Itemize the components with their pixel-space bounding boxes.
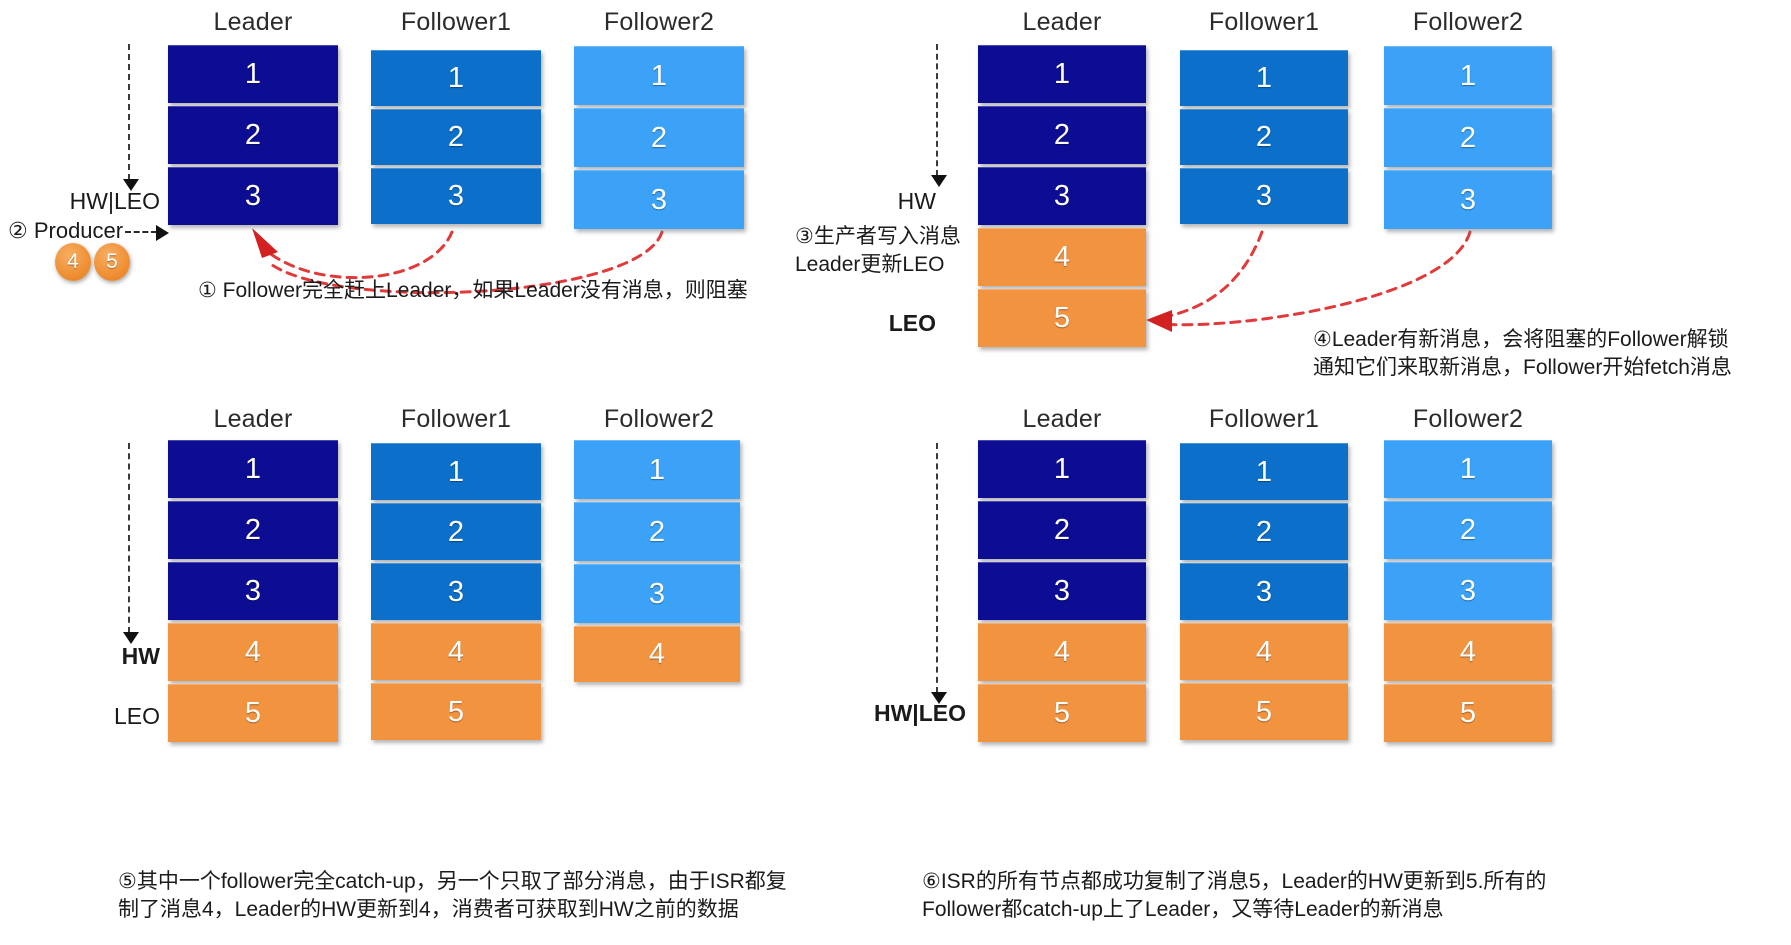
message-cell: 3 bbox=[574, 170, 744, 229]
message-cell: 1 bbox=[574, 440, 740, 499]
offset-axis-arrow-p4 bbox=[931, 443, 947, 704]
message-cell: 5 bbox=[168, 684, 338, 742]
column-header-leader: Leader bbox=[213, 405, 293, 433]
message-cell: 4 bbox=[168, 623, 338, 681]
fetch-curve-p2-f1 bbox=[1158, 230, 1264, 320]
message-cell: 2 bbox=[168, 106, 338, 164]
hw-label-p3: HW bbox=[121, 643, 160, 669]
column-header-follower2: Follower2 bbox=[1412, 8, 1524, 36]
message-cell: 3 bbox=[168, 167, 338, 225]
message-cell: 3 bbox=[371, 168, 541, 224]
stack-p2-follower1: 1 2 3 bbox=[1180, 50, 1348, 227]
column-header-follower1: Follower1 bbox=[400, 8, 512, 36]
column-header-follower2: Follower2 bbox=[603, 8, 715, 36]
caption-step-4: ④Leader有新消息，会将阻塞的Follower解锁 通知它们来取新消息，Fo… bbox=[1313, 328, 1732, 379]
message-cell: 3 bbox=[371, 563, 541, 620]
hw-leo-label-p1: HW|LEO bbox=[69, 188, 160, 214]
note-step-3: ③生产者写入消息 Leader更新LEO bbox=[795, 225, 961, 276]
message-cell: 4 bbox=[978, 228, 1146, 286]
column-header-follower1: Follower1 bbox=[400, 405, 512, 433]
message-cell: 2 bbox=[371, 503, 541, 560]
message-cell: 3 bbox=[574, 564, 740, 623]
fetch-arrowhead-p2 bbox=[1146, 310, 1172, 332]
column-header-follower1: Follower1 bbox=[1208, 8, 1320, 36]
offset-axis-arrow-p2 bbox=[931, 44, 947, 187]
fetch-arrowhead-p1 bbox=[252, 228, 278, 258]
pending-message-4: 4 bbox=[55, 243, 91, 281]
message-cell: 1 bbox=[1180, 50, 1348, 106]
message-cell: 3 bbox=[168, 562, 338, 620]
stack-p1-follower1: 1 2 3 bbox=[371, 50, 541, 227]
message-cell: 2 bbox=[574, 502, 740, 561]
message-cell: 2 bbox=[1384, 501, 1552, 559]
hw-label-p2: HW bbox=[897, 188, 936, 214]
stack-p2-leader: 1 2 3 4 5 bbox=[978, 45, 1146, 350]
message-cell: 5 bbox=[371, 683, 541, 740]
column-header-leader: Leader bbox=[213, 8, 293, 36]
message-cell: 4 bbox=[1384, 623, 1552, 681]
caption-step-6: ⑥ISR的所有节点都成功复制了消息5，Leader的HW更新到5.所有的 Fol… bbox=[922, 870, 1547, 921]
message-cell: 3 bbox=[1384, 170, 1552, 229]
message-cell: 1 bbox=[978, 45, 1146, 103]
fetch-curve-p2-f2 bbox=[1158, 230, 1472, 327]
stack-p1-leader: 1 2 3 bbox=[168, 45, 338, 228]
stack-p3-leader: 1 2 3 4 5 bbox=[168, 440, 338, 745]
stack-p1-follower2: 1 2 3 bbox=[574, 46, 744, 232]
leo-label-p3: LEO bbox=[113, 703, 160, 729]
message-cell: 1 bbox=[574, 46, 744, 105]
message-cell: 2 bbox=[1384, 108, 1552, 167]
message-cell: 1 bbox=[168, 45, 338, 103]
caption-step-1: ① Follower完全赶上Leader，如果Leader没有消息，则阻塞 bbox=[198, 279, 748, 302]
message-cell: 1 bbox=[371, 50, 541, 106]
column-header-follower2: Follower2 bbox=[1412, 405, 1524, 433]
stack-p4-follower2: 1 2 3 4 5 bbox=[1384, 440, 1552, 745]
message-cell: 2 bbox=[168, 501, 338, 559]
stack-p3-follower2: 1 2 3 4 bbox=[574, 440, 740, 685]
message-cell: 2 bbox=[978, 106, 1146, 164]
message-cell: 5 bbox=[978, 684, 1146, 742]
message-cell: 2 bbox=[1180, 109, 1348, 165]
message-cell: 4 bbox=[574, 626, 740, 682]
fetch-curve-p1-f1 bbox=[266, 230, 454, 280]
column-header-follower2: Follower2 bbox=[603, 405, 715, 433]
message-cell: 1 bbox=[371, 443, 541, 500]
message-cell: 2 bbox=[978, 501, 1146, 559]
caption-step-5: ⑤其中一个follower完全catch-up，另一个只取了部分消息，由于ISR… bbox=[118, 870, 787, 921]
message-cell: 1 bbox=[978, 440, 1146, 498]
producer-arrow-p1 bbox=[125, 225, 169, 241]
message-cell: 1 bbox=[168, 440, 338, 498]
message-cell: 1 bbox=[1384, 440, 1552, 498]
message-cell: 2 bbox=[371, 109, 541, 165]
stack-p4-leader: 1 2 3 4 5 bbox=[978, 440, 1146, 745]
offset-axis-arrow-p1 bbox=[123, 44, 139, 191]
message-cell: 5 bbox=[978, 289, 1146, 347]
stack-p3-follower1: 1 2 3 4 5 bbox=[371, 443, 541, 743]
message-cell: 3 bbox=[1180, 563, 1348, 620]
column-header-leader: Leader bbox=[1022, 405, 1102, 433]
stack-p2-follower2: 1 2 3 bbox=[1384, 46, 1552, 232]
hw-leo-label-p4: HW|LEO bbox=[873, 700, 966, 726]
message-cell: 4 bbox=[371, 623, 541, 680]
message-cell: 2 bbox=[574, 108, 744, 167]
message-cell: 3 bbox=[1384, 562, 1552, 620]
message-cell: 2 bbox=[1180, 503, 1348, 560]
message-cell: 3 bbox=[1180, 168, 1348, 224]
message-cell: 1 bbox=[1384, 46, 1552, 105]
offset-axis-arrow-p3 bbox=[123, 443, 139, 644]
pending-message-5: 5 bbox=[94, 243, 130, 281]
message-cell: 5 bbox=[1384, 684, 1552, 742]
column-header-follower1: Follower1 bbox=[1208, 405, 1320, 433]
stack-p4-follower1: 1 2 3 4 5 bbox=[1180, 443, 1348, 743]
message-cell: 3 bbox=[978, 167, 1146, 225]
message-cell: 4 bbox=[1180, 623, 1348, 680]
leo-label-p2: LEO bbox=[888, 310, 936, 336]
producer-label-p1: ② Producer bbox=[8, 218, 124, 243]
message-cell: 1 bbox=[1180, 443, 1348, 500]
message-cell: 5 bbox=[1180, 683, 1348, 740]
message-cell: 3 bbox=[978, 562, 1146, 620]
column-header-leader: Leader bbox=[1022, 8, 1102, 36]
message-cell: 4 bbox=[978, 623, 1146, 681]
